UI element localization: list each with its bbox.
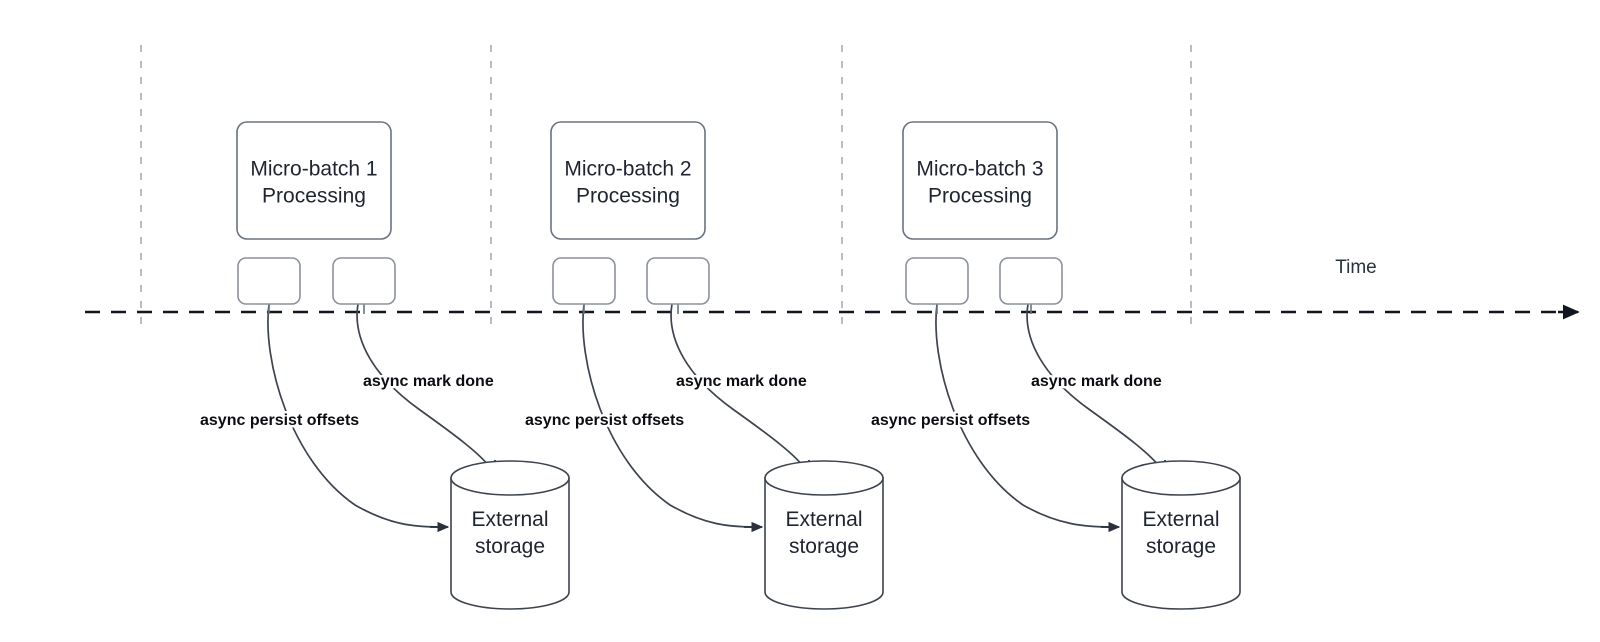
time-axis-label: Time [1335,257,1377,278]
time-axis-label-layer: Time [1335,257,1377,278]
micro-batch-box[interactable] [236,121,392,240]
external-storage-cylinder-top [1121,460,1241,496]
micro-batch-box-line2: Processing [928,185,1032,208]
async-persist-offsets-curve [582,303,755,528]
offsets-task-box[interactable] [237,257,301,305]
external-storage-label-line1: External [785,508,862,531]
offsets-task-box[interactable] [552,257,616,305]
async-mark-done-label: async mark done [1031,373,1162,390]
async-persist-offsets-label: async persist offsets [200,412,359,429]
mark-done-task-box[interactable] [646,257,710,305]
external-storage-cylinder-body[interactable] [450,477,570,610]
micro-batch-box-line1: Micro-batch 1 [250,158,377,181]
external-storage-label-line2: storage [475,535,545,558]
external-storage-cylinder-top [764,460,884,496]
async-persist-offsets-curve [935,303,1112,528]
async-mark-done-curve [1026,303,1163,471]
mark-done-task-box[interactable] [332,257,396,305]
micro-batch-box-line2: Processing [262,185,366,208]
external-storage-cylinder-body[interactable] [764,477,884,610]
external-storage-cylinder-body[interactable] [1121,477,1241,610]
async-persist-offsets-label: async persist offsets [871,412,1030,429]
external-storage-label-line2: storage [789,535,859,558]
async-persist-offsets-label: async persist offsets [525,412,684,429]
micro-batch-box[interactable] [902,121,1058,240]
offsets-task-box[interactable] [905,257,969,305]
micro-batch-box-line2: Processing [576,185,680,208]
external-storage-cylinder-top [450,460,570,496]
mark-done-task-box[interactable] [999,257,1063,305]
async-persist-offsets-curve [267,303,441,528]
async-mark-done-label: async mark done [363,373,494,390]
async-mark-done-curve [670,303,807,471]
external-storage-label-line1: External [471,508,548,531]
external-storage-label-line1: External [1142,508,1219,531]
async-mark-done-curve [356,303,493,471]
micro-batch-box-line1: Micro-batch 3 [916,158,1043,181]
micro-batch-box-line1: Micro-batch 2 [564,158,691,181]
external-storage-label-line2: storage [1146,535,1216,558]
async-mark-done-label: async mark done [676,373,807,390]
micro-batch-box[interactable] [550,121,706,240]
